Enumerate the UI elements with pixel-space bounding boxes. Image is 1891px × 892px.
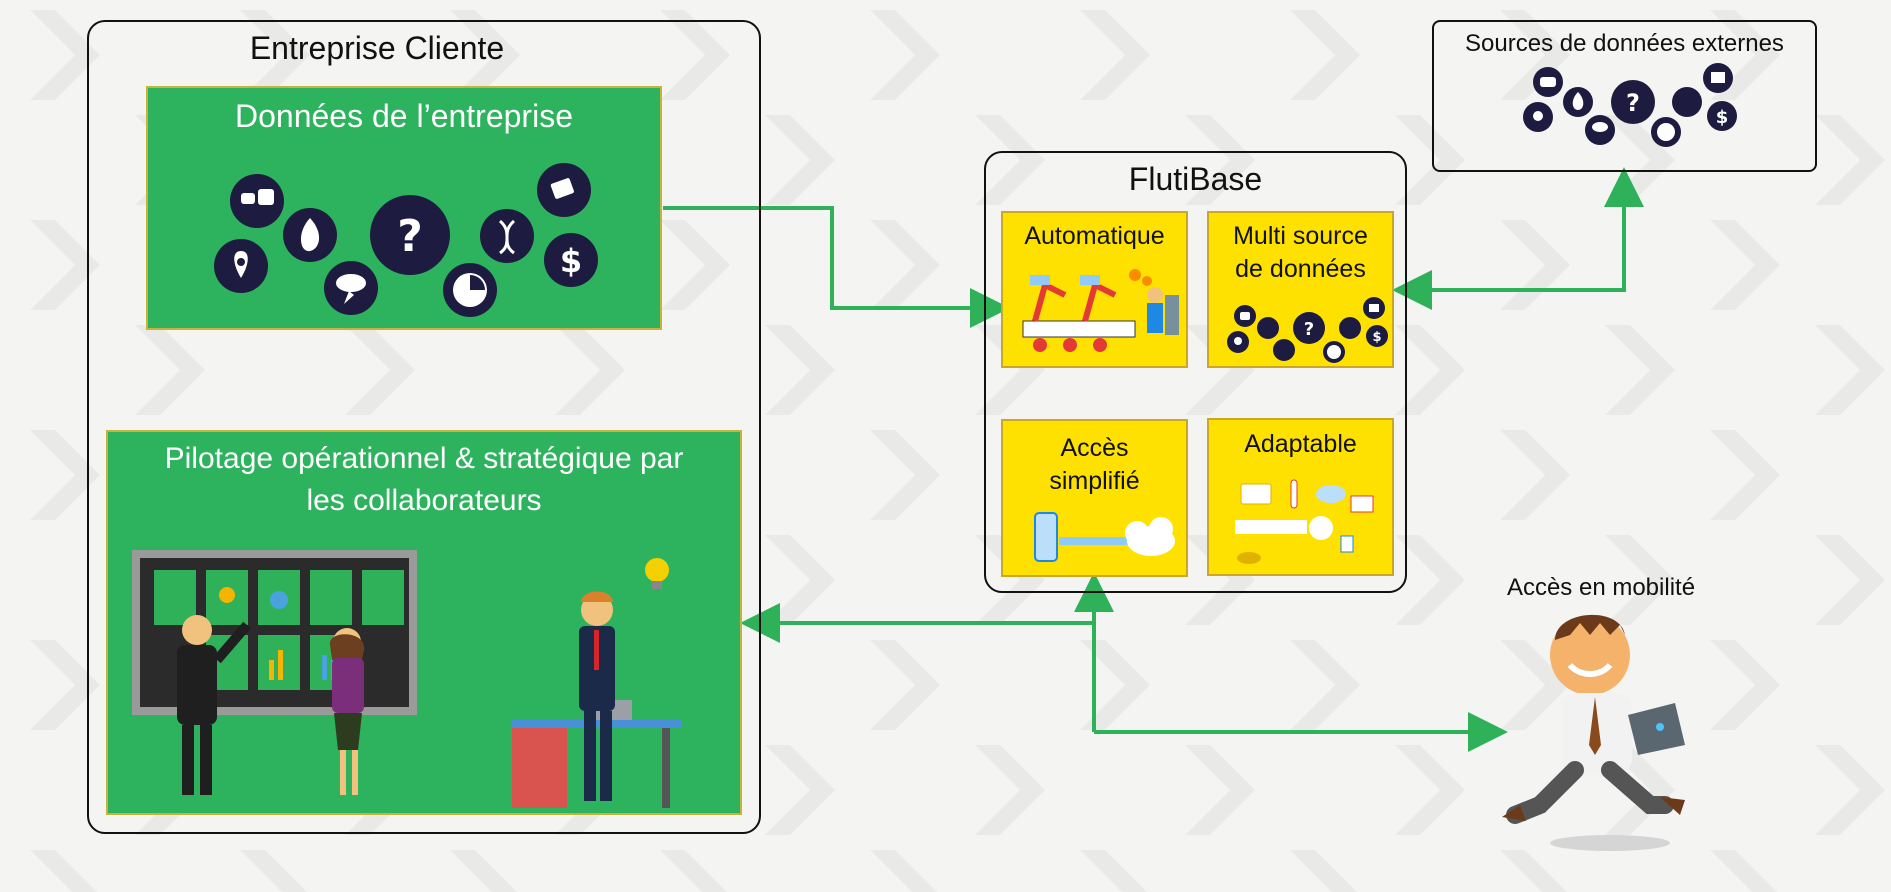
flutibase-box: [984, 151, 1407, 593]
svg-text:?: ?: [1626, 89, 1640, 117]
feature-multi-source-label-line1: Multi source: [1233, 222, 1368, 250]
feature-adaptable: Adaptable: [1207, 418, 1394, 576]
flutibase-title: FlutiBase: [1128, 161, 1263, 197]
transport-icon: [230, 174, 284, 228]
question-mark-icon: [370, 195, 450, 275]
svg-text:$: $: [560, 242, 582, 280]
client-company-title: Entreprise Cliente: [249, 30, 505, 66]
steering-title-line2: les collaborateurs: [306, 484, 542, 517]
feature-adaptable-label: Adaptable: [1244, 430, 1357, 458]
data-sources-icon: ?$: [1227, 297, 1388, 363]
external-sources-icons: ?$: [1523, 63, 1737, 147]
steering-panel: Pilotage opérationnel & stratégique par …: [106, 430, 742, 815]
client-company-box: [87, 20, 761, 834]
team-dashboard-illustration: [132, 550, 682, 808]
mobility-label: Accès en mobilité: [1506, 574, 1696, 601]
feature-acces-simplifie-label-line1: Accès: [1060, 434, 1129, 462]
dollar-icon: [1707, 101, 1737, 131]
svg-text:?: ?: [1304, 319, 1314, 340]
factory-robot-icon: [1022, 269, 1179, 352]
feature-acces-simplifie-label-line2: simplifié: [1049, 467, 1140, 495]
adaptable-icon: [1235, 479, 1374, 564]
external-sources-title: Sources de données externes: [1465, 30, 1784, 57]
feature-multi-source-label-line2: de données: [1235, 255, 1366, 283]
feature-acces-simplifie: Accès simplifié: [1001, 419, 1188, 577]
cloud-phone-icon: [1034, 512, 1175, 562]
company-data-title: Données de l’entreprise: [235, 98, 573, 134]
svg-text:$: $: [1372, 330, 1381, 345]
running-man-laptop-icon: [1502, 614, 1685, 851]
company-data-icons: ? $: [214, 163, 598, 317]
dollar-icon: [544, 233, 598, 287]
feature-automatique-label: Automatique: [1024, 222, 1165, 250]
dna-icon: [1672, 87, 1702, 117]
feature-multi-source: Multi source de données ?$: [1207, 211, 1394, 368]
svg-text:$: $: [1716, 107, 1729, 128]
question-mark-icon: [1611, 80, 1655, 124]
external-sources-box: [1432, 20, 1817, 172]
feature-automatique: Automatique: [1001, 211, 1188, 368]
svg-text:?: ?: [397, 211, 423, 262]
steering-title-line1: Pilotage opérationnel & stratégique par: [164, 442, 684, 475]
company-data-panel: Données de l’entreprise ? $: [146, 86, 662, 330]
